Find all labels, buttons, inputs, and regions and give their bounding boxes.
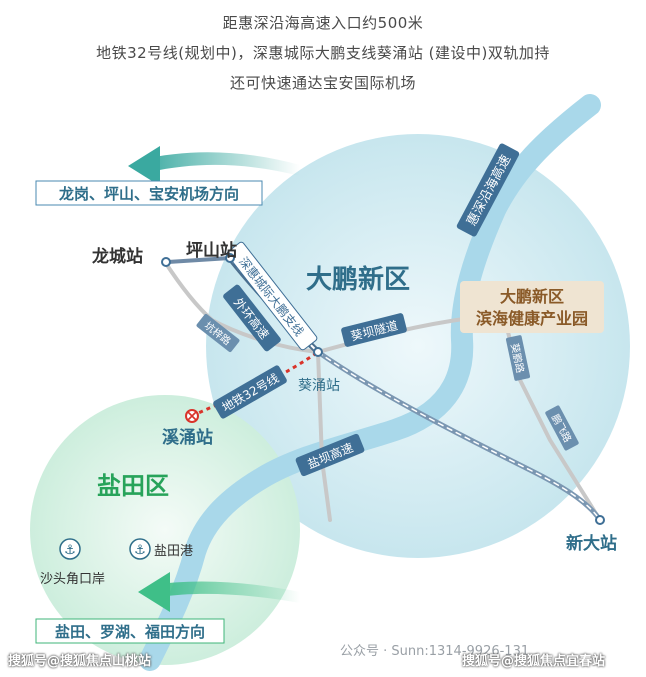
svg-text:⚓: ⚓ xyxy=(134,543,146,558)
kuiyong-station-label: 葵涌站 xyxy=(298,378,340,394)
dapeng-region-label: 大鹏新区 xyxy=(306,264,410,295)
shatoujiao-label: 沙头角口岸 xyxy=(40,572,105,587)
top-direction-label: 龙岗、坪山、宝安机场方向 xyxy=(58,185,239,203)
bottom-direction-arrow-head xyxy=(138,572,170,612)
yantian-region-label: 盐田区 xyxy=(97,472,169,500)
xiyong-station-marker xyxy=(185,409,199,423)
anchor-icon: ⚓ xyxy=(59,538,81,560)
top-direction-arrow-band xyxy=(140,152,300,176)
pingshan-station-label: 坪山站 xyxy=(186,240,237,261)
sea-channel xyxy=(139,94,601,671)
anchor-icon: ⚓ xyxy=(129,538,151,560)
yantian-port-label: 盐田港 xyxy=(154,544,193,559)
longcheng-station-dot xyxy=(161,257,171,267)
longcheng-station-label: 龙城站 xyxy=(91,246,143,267)
header-line-2: 地铁32号线(规划中)，深惠城际大鹏支线葵涌站 (建设中)双轨加持 xyxy=(96,44,550,62)
xiyong-station-label: 溪涌站 xyxy=(162,427,213,448)
watermark-right: 搜狐号@搜狐焦点宜春站 xyxy=(462,654,606,669)
top-direction-box xyxy=(35,180,263,206)
park-line-1: 大鹏新区 xyxy=(500,287,564,306)
xinda-station-label: 新大站 xyxy=(566,533,617,554)
bottom-direction-arrow-band xyxy=(150,581,300,603)
xinda-station-dot xyxy=(595,515,605,525)
pingshan-station-dot xyxy=(225,253,235,263)
svg-text:⚓: ⚓ xyxy=(64,543,76,558)
watermark-left: 搜狐号@搜狐焦点山桃站 xyxy=(8,654,152,669)
park-line-2: 滨海健康产业园 xyxy=(476,309,588,328)
park-box xyxy=(460,281,604,333)
wechat-watermark: 公众号 · Sunn:1314-9926-131 xyxy=(340,644,530,659)
kuiyong-station-dot xyxy=(313,347,323,357)
bottom-direction-label: 盐田、罗湖、福田方向 xyxy=(55,623,205,641)
road-small2-chip: 葵鹏路 xyxy=(505,335,531,381)
header-line-1: 距惠深沿海高速入口约500米 xyxy=(222,14,424,32)
header-line-3: 还可快速通达宝安国际机场 xyxy=(229,74,416,92)
top-direction-arrow-head xyxy=(128,146,160,186)
bottom-direction-box xyxy=(35,618,225,644)
yantian-region-circle xyxy=(30,395,300,665)
